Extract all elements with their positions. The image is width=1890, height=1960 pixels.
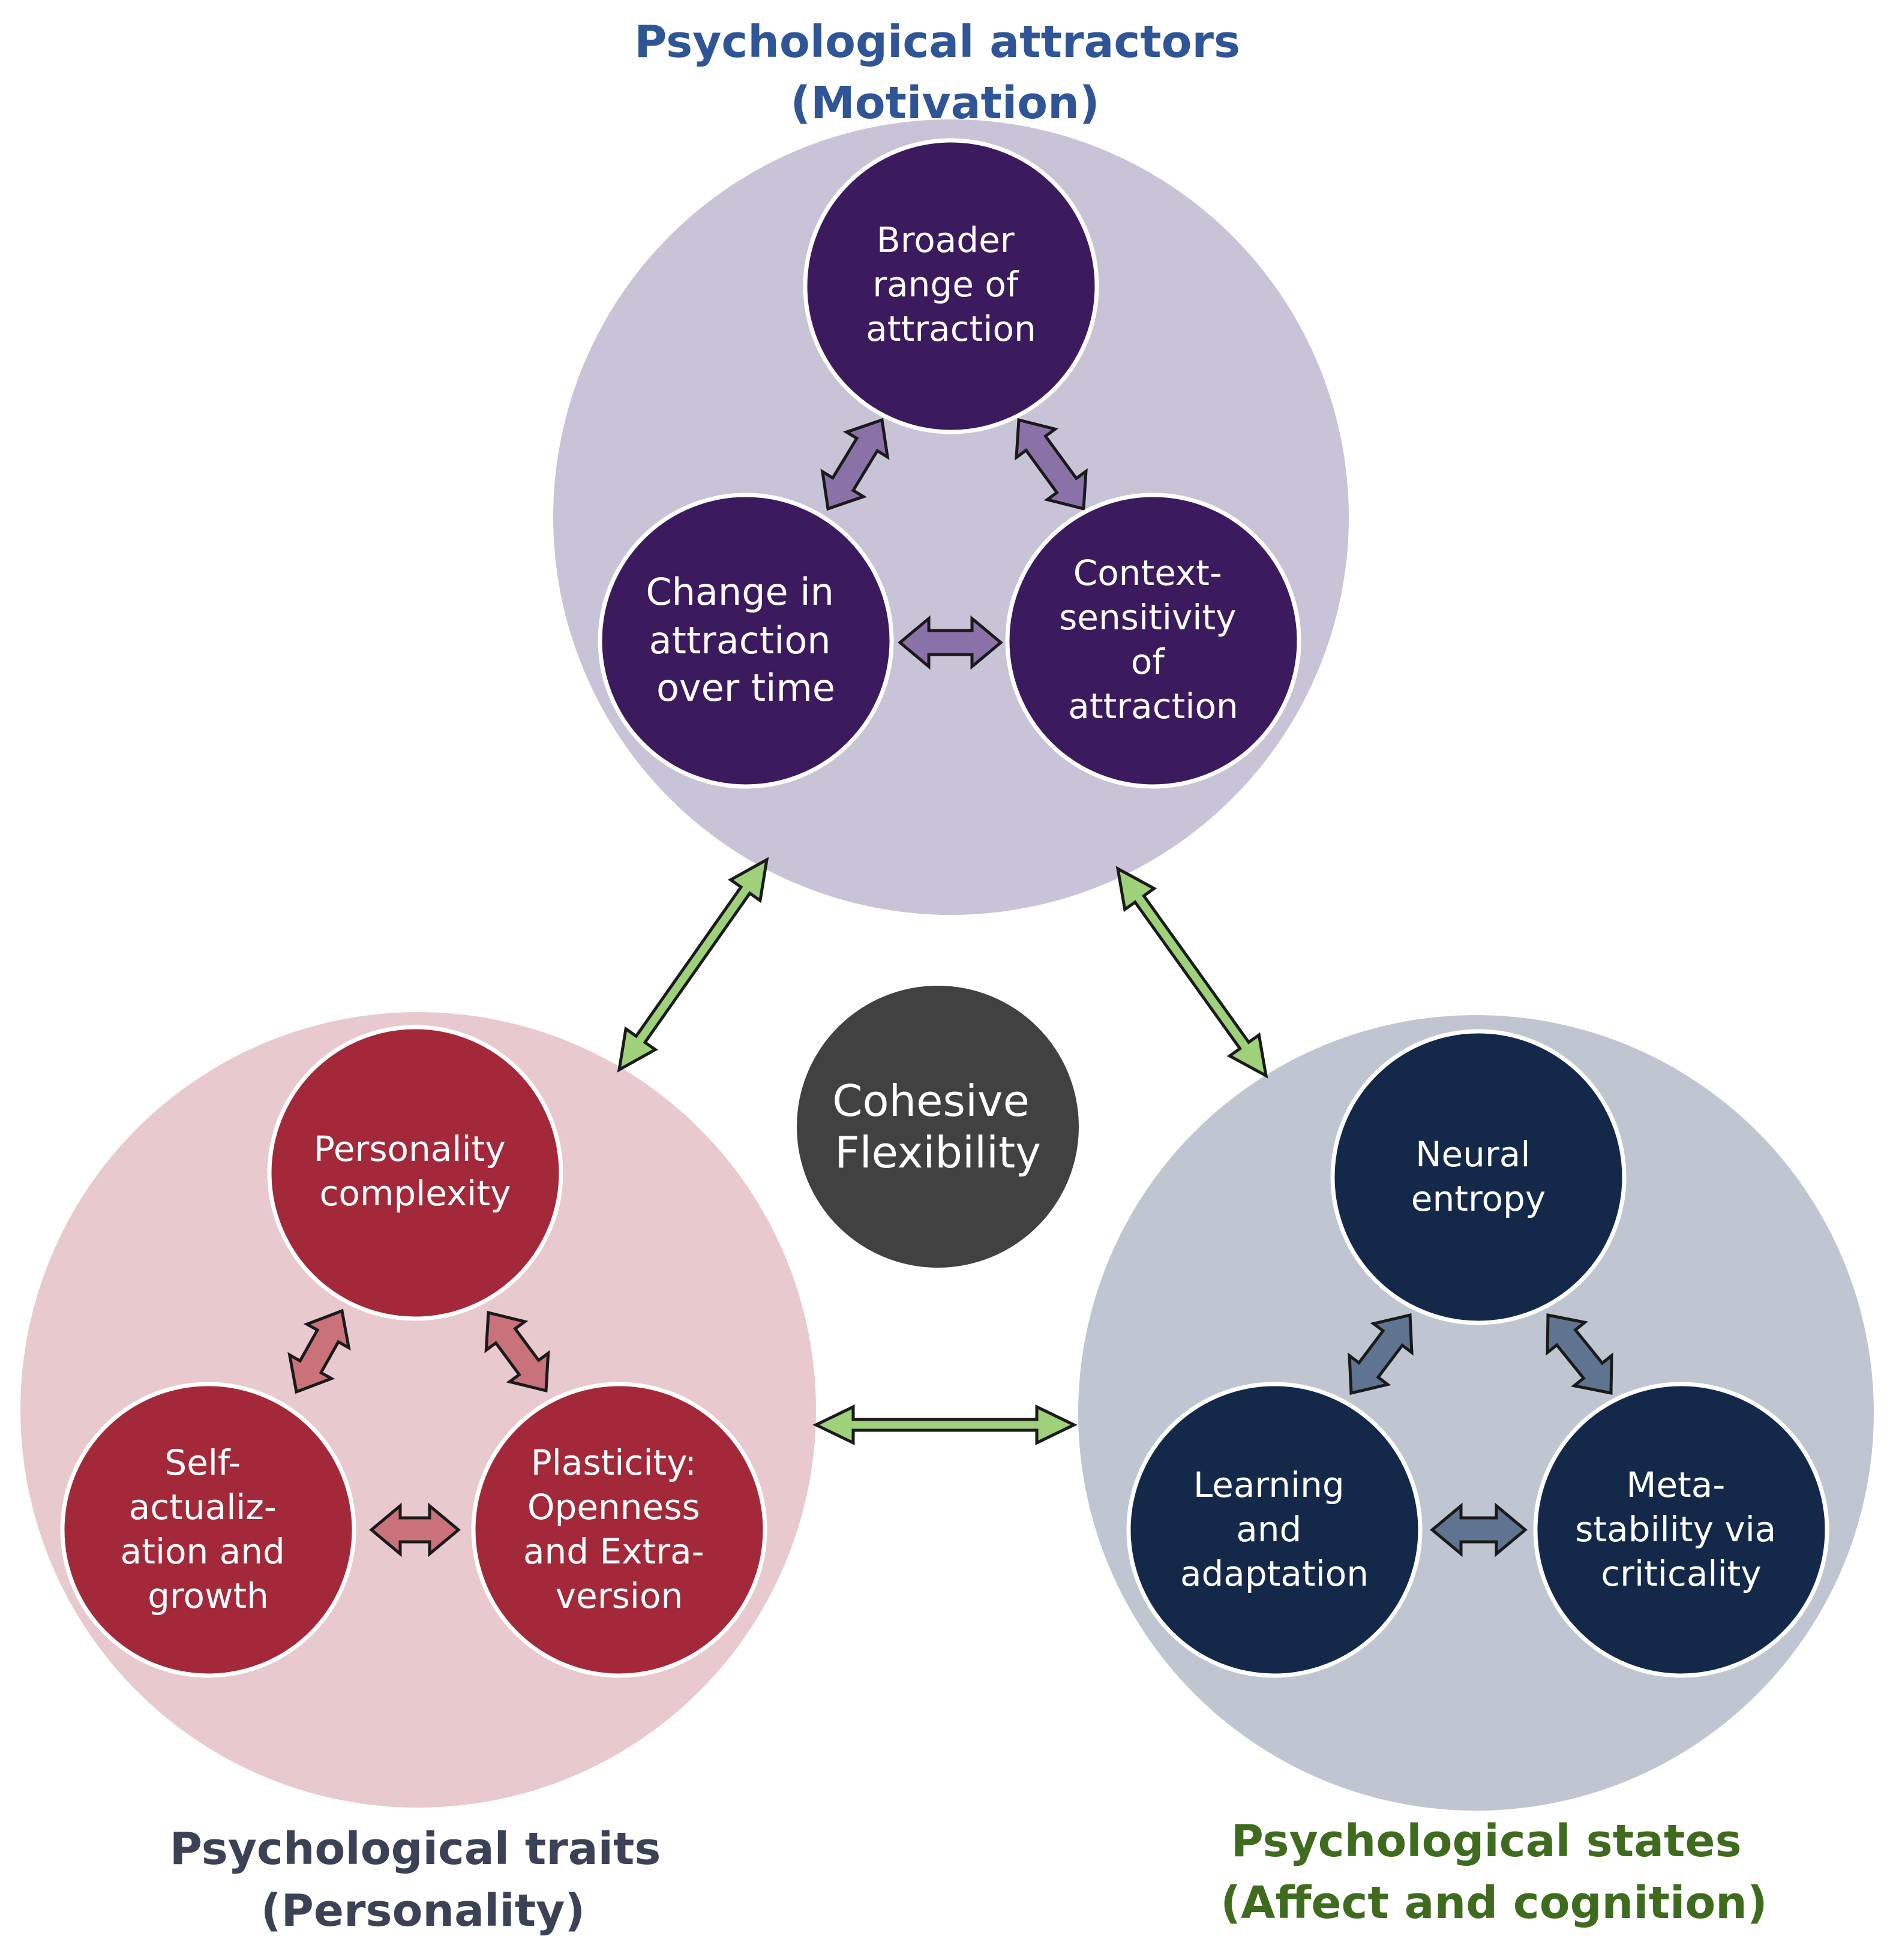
- link-arrow-traits-states: [812, 1404, 1078, 1445]
- states-right-line-2: stability via: [1575, 1509, 1776, 1550]
- svg-text:Broader range of a: Broader range of attraction: [866, 220, 1036, 349]
- states-left-line-1: Learning: [1193, 1464, 1345, 1505]
- traits-title: Psychological traits (Personality): [170, 1823, 676, 1937]
- svg-text:Personality complexity: Personality complexity: [314, 1128, 517, 1214]
- svg-text:Self- actualiz- at: Self- actualiz- ation and growth: [121, 1442, 296, 1616]
- traits-node-plasticity: Plasticity: Openness and Extra- version: [471, 1382, 767, 1678]
- traits-right-line-3: and Extra-: [523, 1531, 704, 1572]
- states-title: Psychological states (Affect and cogniti…: [1220, 1815, 1767, 1929]
- svg-text:Learning and adapt: Learning and adaptation: [1180, 1464, 1369, 1594]
- states-left-line-2: and: [1236, 1509, 1301, 1550]
- motivation-node-context-sensitivity: Context- sensitivity of attraction: [1005, 493, 1301, 789]
- states-top-line-2: entropy: [1411, 1178, 1546, 1219]
- motivation-right-line-1: Context-: [1073, 553, 1222, 593]
- svg-text:Plasticity: Openness: Plasticity: Openness and Extra- version: [523, 1442, 715, 1616]
- traits-title-line-1: Psychological traits: [170, 1823, 661, 1875]
- states-node-metastability: Meta- stability via criticality: [1533, 1382, 1829, 1678]
- traits-arrow-top-right: [484, 1310, 550, 1393]
- states-right-line-1: Meta-: [1626, 1464, 1725, 1505]
- motivation-title-line-1: Psychological attractors: [634, 16, 1240, 68]
- center-line-1: Cohesive: [832, 1076, 1030, 1126]
- motivation-left-line-2: attraction: [649, 619, 831, 662]
- traits-top-line-1: Personality: [314, 1128, 506, 1169]
- svg-text:Context- sensitivity: Context- sensitivity of attraction: [1059, 553, 1247, 727]
- traits-right-line-4: version: [556, 1575, 683, 1616]
- motivation-left-line-1: Change in: [646, 570, 834, 614]
- states-arrow-top-right: [1546, 1313, 1613, 1395]
- traits-left-line-3: ation and: [121, 1531, 285, 1572]
- motivation-right-line-4: attraction: [1068, 686, 1238, 727]
- traits-left-line-4: growth: [148, 1575, 269, 1616]
- motivation-top-line-2: range of: [872, 264, 1019, 305]
- states-top-line-1: Neural: [1415, 1134, 1530, 1175]
- link-arrow-motivation-states: [1115, 866, 1268, 1079]
- states-arrow-left-right: [1430, 1502, 1528, 1557]
- traits-arrow-top-left: [287, 1308, 351, 1394]
- motivation-top-line-3: attraction: [866, 308, 1036, 349]
- traits-right-line-2: Openness: [527, 1487, 700, 1527]
- states-node-learning-adaptation: Learning and adaptation: [1126, 1382, 1423, 1678]
- traits-node-personality-complexity: Personality complexity: [267, 1025, 563, 1321]
- motivation-node-change-over-time: Change in attraction over time: [598, 493, 894, 789]
- motivation-arrow-top-right: [1015, 418, 1088, 511]
- svg-text:Neural entropy: Neural entropy: [1411, 1134, 1546, 1219]
- states-right-line-3: criticality: [1601, 1553, 1761, 1594]
- traits-left-line-1: Self-: [164, 1442, 241, 1483]
- svg-text:Change in attraction: Change in attraction over time: [646, 570, 845, 710]
- center-line-2: Flexibility: [835, 1127, 1041, 1178]
- motivation-right-line-2: sensitivity: [1059, 597, 1236, 638]
- states-arrow-top-left: [1348, 1313, 1414, 1395]
- link-arrow-motivation-traits: [617, 857, 769, 1073]
- traits-title-line-2: (Personality): [261, 1885, 585, 1937]
- center-node-cohesive-flexibility: Cohesive Flexibility: [797, 986, 1079, 1268]
- motivation-arrow-top-left: [820, 418, 890, 511]
- motivation-title-line-2: (Motivation): [790, 77, 1099, 129]
- states-left-line-3: adaptation: [1180, 1553, 1369, 1594]
- motivation-left-line-3: over time: [656, 666, 835, 710]
- svg-text:Meta- stability via: Meta- stability via criticality: [1575, 1464, 1787, 1594]
- traits-left-line-2: actualiz-: [129, 1487, 277, 1527]
- motivation-arrow-left-right: [898, 615, 1003, 670]
- traits-right-line-1: Plasticity:: [531, 1442, 697, 1483]
- svg-text:Cohesive Flexibility: Cohesive Flexibility: [832, 1076, 1043, 1178]
- motivation-node-broader-range: Broader range of attraction: [803, 138, 1099, 434]
- motivation-right-line-3: of: [1131, 641, 1165, 682]
- motivation-top-line-1: Broader: [877, 220, 1015, 260]
- traits-top-line-2: complexity: [320, 1173, 511, 1214]
- traits-node-self-actualization: Self- actualiz- ation and growth: [60, 1382, 356, 1678]
- states-node-neural-entropy: Neural entropy: [1330, 1029, 1627, 1325]
- motivation-title: Psychological attractors (Motivation): [634, 16, 1256, 129]
- states-title-line-1: Psychological states: [1231, 1815, 1742, 1867]
- states-title-line-2: (Affect and cognition): [1220, 1877, 1767, 1929]
- traits-arrow-left-right: [369, 1502, 461, 1557]
